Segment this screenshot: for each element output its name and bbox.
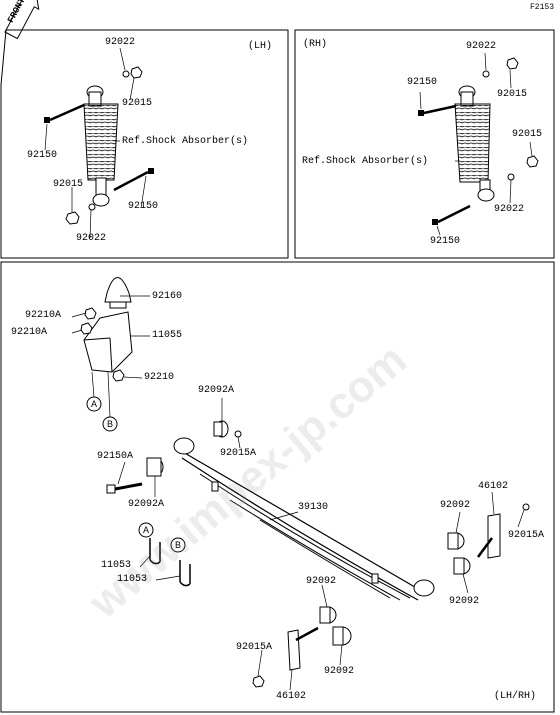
callout-b2-circle [170,537,186,553]
part-92160: 92160 [152,291,183,302]
lh-shock-absorber [83,85,119,207]
shackle-lower [287,626,319,671]
bushing-92092-4 [332,626,352,646]
bushing-92092a-1 [213,420,229,438]
part-39130: 39130 [298,502,329,513]
shackle-right [476,513,501,559]
lh-part-92015-upper: 92015 [122,98,153,109]
main-leader-lines-bottom [117,398,525,691]
front-arrow-icon [4,0,40,40]
nut-92210a-2 [80,322,93,335]
rh-nut-upper [506,57,519,70]
rh-part-92015-lower: 92015 [512,129,543,140]
rh-part-92150-upper: 92150 [407,77,438,88]
part-92210a-2: 92210A [11,327,48,338]
rh-part-92150-lower: 92150 [430,236,461,247]
lh-leader-lines [44,47,147,239]
bolt-92150a [106,482,143,494]
figure-id: F2153 [529,3,554,12]
part-92092a-2: 92092A [128,499,165,510]
part-92092a-1: 92092A [198,385,235,396]
part-46102-lower: 46102 [276,691,307,702]
callout-a2-circle [138,522,154,538]
part-92210a-1: 92210A [25,310,62,321]
callout-a2: A [143,525,150,535]
bushing-92092-2 [453,557,471,575]
part-11053-2: 11053 [117,574,148,585]
washer-92015a-1 [234,430,242,438]
bushing-92092-1 [447,532,465,550]
lh-nut-upper [130,66,143,79]
part-92210: 92210 [144,372,175,383]
lh-part-92150-lower: 92150 [128,201,159,212]
bushing-92092a-2 [146,457,164,477]
rh-side-label: (RH) [303,39,328,50]
nut-92210a-1 [84,307,97,320]
rh-nut-mid [526,155,539,168]
lh-side-label: (LH) [248,41,273,52]
callout-b2: B [175,540,182,550]
part-92092-4: 92092 [324,666,355,677]
lh-nut-lower [65,211,80,225]
lh-part-92022-lower: 92022 [76,233,107,244]
bracket [83,311,133,373]
part-11055: 11055 [152,330,183,341]
rh-washer-upper [482,70,490,78]
callout-a: A [91,399,98,409]
lh-panel-border [0,29,289,259]
main-panel-border [0,261,555,713]
leaf-spring [173,437,435,601]
part-92015a-3: 92015A [236,642,273,653]
lh-part-92150-upper: 92150 [27,150,58,161]
lh-bolt-upper [44,103,85,123]
rh-part-92022-upper: 92022 [466,41,497,52]
part-92015a-2: 92015A [508,530,545,541]
main-leader-lines-top [71,295,150,379]
lh-bolt-lower [113,168,154,192]
rh-bolt-lower [432,204,471,225]
lh-washer-upper [122,70,130,78]
rh-panel-border [294,29,555,259]
nut-92210 [112,369,125,382]
rh-part-92022-lower: 92022 [494,204,525,215]
callout-b: B [107,419,114,429]
bushing-92092-3 [319,606,337,624]
lh-washer-lower [88,203,96,211]
part-92092-3: 92092 [306,576,337,587]
rh-leader-lines [419,52,533,236]
rh-part-92015-upper: 92015 [497,89,528,100]
lh-part-92022-upper: 92022 [105,37,136,48]
lh-ref-shock-absorber: Ref.Shock Absorber(s) [122,136,249,147]
rh-ref-shock-absorber: Ref.Shock Absorber(s) [302,156,429,167]
bump-stop [104,277,132,303]
main-side-label: (LH/RH) [494,691,537,702]
part-92092-1: 92092 [440,500,471,511]
rh-bolt-upper [418,104,457,116]
part-92150a: 92150A [97,451,134,462]
u-bolt-2 [179,560,191,587]
nut-92015a-3 [252,675,265,688]
lh-part-92015-lower: 92015 [53,179,84,190]
part-92015a-1: 92015A [220,448,257,459]
rh-shock-absorber [454,85,495,202]
part-92092-2: 92092 [449,596,480,607]
part-11053-1: 11053 [101,560,132,571]
washer-92015a-2 [522,503,530,511]
rh-washer-lower [507,173,515,181]
part-46102-right: 46102 [478,481,509,492]
